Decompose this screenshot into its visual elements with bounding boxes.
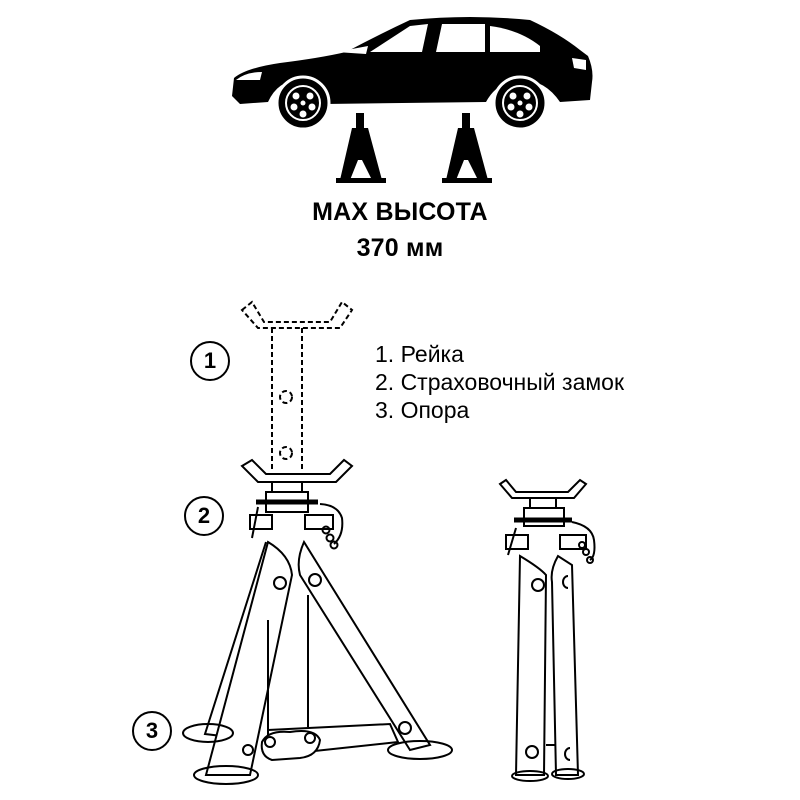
callout-number: 2 — [197, 503, 211, 528]
legend-item-safety-lock: 2. Страховочный замок — [375, 369, 625, 395]
legend-item-rail: 1. Рейка — [375, 341, 464, 367]
callout-number: 3 — [145, 718, 159, 743]
callout-3: 3 — [132, 711, 172, 751]
parts-legend: 1. Рейка 2. Страховочный замок 3. Опора — [375, 340, 624, 424]
max-height-label: MAX ВЫСОТА — [312, 198, 488, 226]
callout-number: 1 — [203, 348, 217, 373]
legend-item-support: 3. Опора — [375, 397, 470, 423]
max-height-value: 370 мм — [356, 234, 444, 262]
callout-2: 2 — [184, 496, 224, 536]
callout-1: 1 — [190, 341, 230, 381]
